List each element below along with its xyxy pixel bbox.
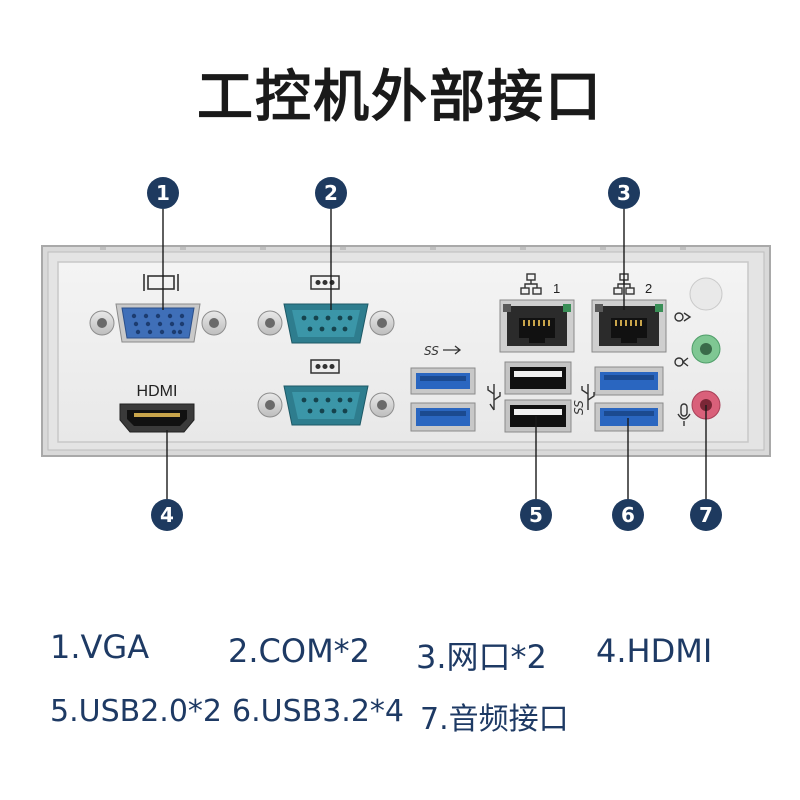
- svg-text:6: 6: [621, 503, 635, 527]
- callout-badge-3: 3: [608, 177, 640, 209]
- legend-item-hdmi: 4.HDMI: [596, 632, 713, 670]
- page-title: 工控机外部接口: [197, 65, 603, 130]
- network-icon: [520, 273, 542, 295]
- callout-badge-1: 1: [147, 177, 179, 209]
- callout-badge-2: 2: [315, 177, 347, 209]
- usb3-port-right-bottom: [594, 402, 664, 432]
- svg-text:1: 1: [156, 181, 170, 205]
- svg-text:4: 4: [160, 503, 174, 527]
- legend-item-com: 2.COM*2: [228, 632, 371, 670]
- usb-icon: [487, 384, 595, 411]
- legend-item-usb3: 6.USB3.2*4: [232, 694, 405, 729]
- serial-icon: [310, 275, 340, 290]
- legend-item-lan: 3.网口*2: [416, 638, 547, 676]
- audio-jacks: [674, 277, 723, 426]
- usb3-port-left-top: [410, 367, 476, 395]
- line-out-icon: [674, 312, 692, 322]
- superspeed-icon: SS: [424, 344, 462, 358]
- legend-item-usb2: 5.USB2.0*2: [50, 694, 223, 729]
- callout-badge-4: 4: [151, 499, 183, 531]
- com-port-bottom: [257, 359, 395, 426]
- callout-badge-7: 7: [690, 499, 722, 531]
- lan1-label: 1: [553, 281, 560, 296]
- legend-item-audio: 7.音频接口: [420, 702, 569, 737]
- callout-badge-5: 5: [520, 499, 552, 531]
- lan2-label: 2: [645, 281, 652, 296]
- com-port-top: [257, 275, 395, 344]
- svg-text:2: 2: [324, 181, 338, 205]
- legend-item-vga: 1.VGA: [50, 628, 150, 666]
- svg-text:7: 7: [699, 503, 713, 527]
- callout-badge-6: 6: [612, 499, 644, 531]
- monitor-icon: [143, 274, 179, 291]
- vga-port: [89, 274, 227, 343]
- serial-icon: [310, 359, 340, 374]
- callout-lines: [162, 209, 707, 499]
- lan-port-2: [591, 273, 667, 353]
- svg-text:SS: SS: [572, 400, 586, 415]
- svg-text:5: 5: [529, 503, 543, 527]
- hdmi-port: [119, 403, 195, 433]
- usb3-port-right-top: [594, 366, 664, 396]
- hdmi-label: HDMI: [137, 383, 178, 400]
- usb2-port-top: [504, 361, 572, 395]
- usb2-port-bottom: [504, 399, 572, 433]
- svg-text:3: 3: [617, 181, 631, 205]
- usb3-port-left-bottom: [410, 402, 476, 432]
- superspeed-icon-vertical: SS: [572, 400, 586, 415]
- microphone-icon: [677, 403, 691, 426]
- lan-port-1: [499, 273, 575, 353]
- svg-text:SS: SS: [424, 344, 439, 358]
- line-in-icon: [674, 357, 689, 367]
